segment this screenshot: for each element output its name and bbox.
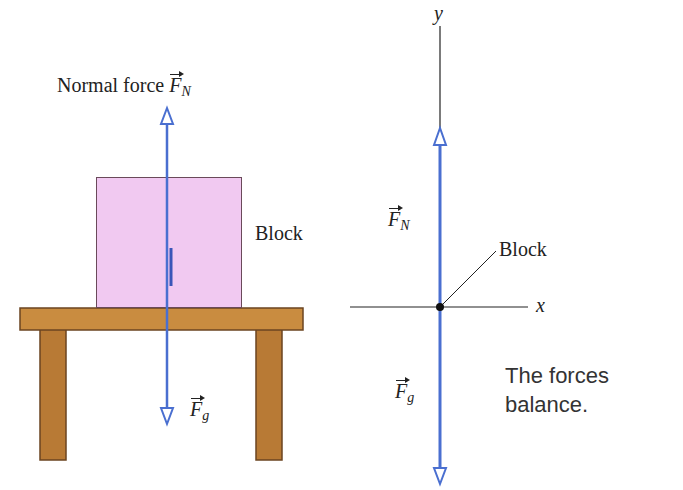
y-axis xyxy=(439,26,440,484)
node-label: Block xyxy=(255,222,303,245)
table-leg xyxy=(40,328,66,460)
table-leg xyxy=(256,328,282,460)
table-top xyxy=(20,308,303,330)
force-label: FN xyxy=(388,208,410,234)
normal-force-vector xyxy=(439,145,442,307)
block-dot xyxy=(436,303,444,311)
leader-line xyxy=(443,251,496,304)
force-label: Fg xyxy=(190,398,209,424)
force-label: Normal force FN xyxy=(57,74,191,100)
axis-label: y xyxy=(434,2,443,25)
arrow-head xyxy=(434,128,446,145)
arrow-head xyxy=(161,108,173,124)
arrow-head xyxy=(434,468,446,484)
gravity-vector xyxy=(439,307,442,468)
arrow-head xyxy=(161,408,173,424)
callout-label: Block xyxy=(499,238,547,261)
force-label: Fg xyxy=(395,380,414,406)
note-text: The forces balance. xyxy=(505,362,670,419)
axis-label: x xyxy=(536,294,545,317)
block: Block xyxy=(96,177,242,308)
